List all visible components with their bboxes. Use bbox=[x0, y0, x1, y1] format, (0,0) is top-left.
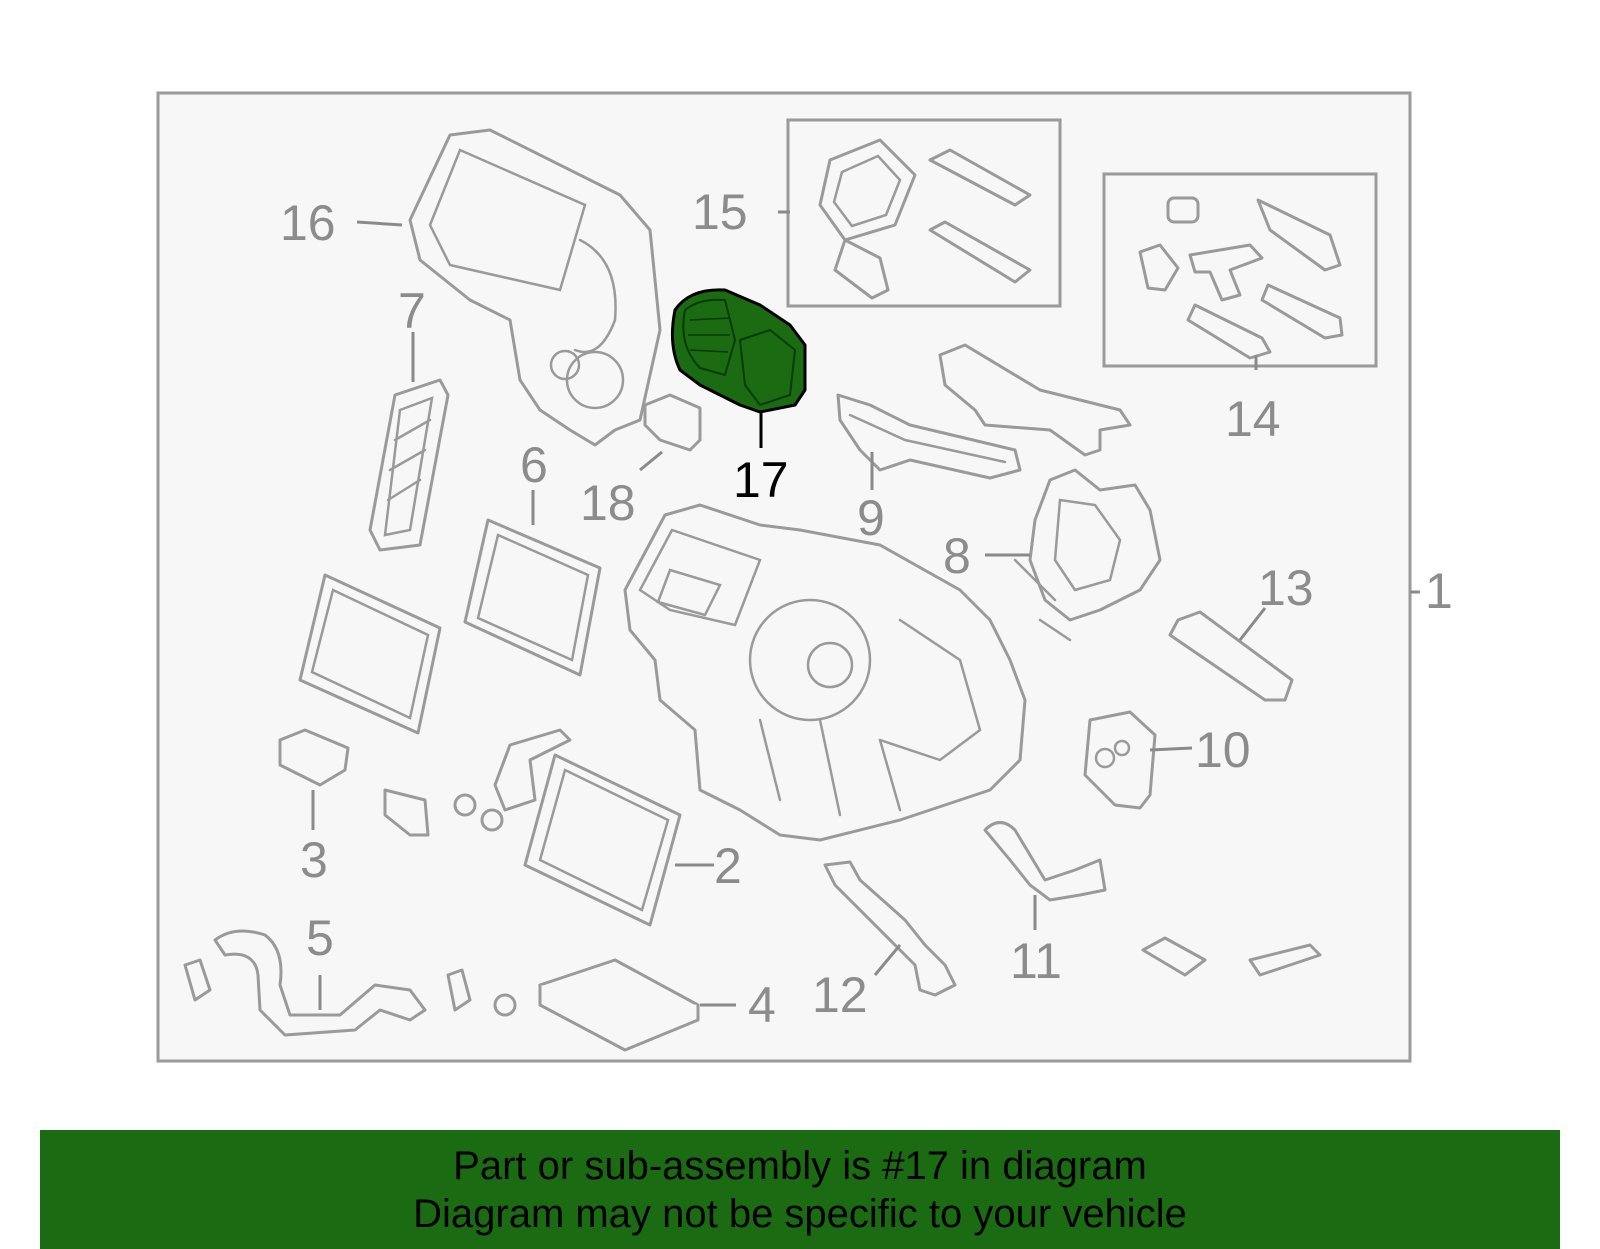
callout-16: 16 bbox=[280, 195, 336, 251]
cabin-filter-drawing bbox=[298, 573, 442, 735]
info-banner: Part or sub-assembly is #17 in diagram D… bbox=[40, 1130, 1560, 1249]
part-7-drawing bbox=[368, 378, 450, 552]
callout-2: 2 bbox=[714, 838, 742, 894]
callout-17: 17 bbox=[733, 452, 789, 508]
callout-10: 10 bbox=[1195, 722, 1251, 778]
part-3-drawing bbox=[278, 728, 504, 837]
bracket-drawings bbox=[1141, 936, 1322, 977]
part-4-drawing bbox=[538, 958, 700, 1052]
callout-3: 3 bbox=[300, 832, 328, 888]
part-18-drawing bbox=[643, 393, 702, 452]
part-13-drawing bbox=[1168, 610, 1294, 702]
part-5-drawing bbox=[183, 929, 517, 1037]
callout-9: 9 bbox=[857, 490, 885, 546]
upper-rail-drawing bbox=[938, 343, 1132, 457]
part-14-box bbox=[1102, 172, 1378, 368]
banner-line-part: Part or sub-assembly is #17 in diagram bbox=[453, 1144, 1147, 1188]
callout-labels: 1 2 3 4 5 6 7 8 9 10 11 12 13 14 15 16 1… bbox=[280, 184, 1453, 1033]
part-12-drawing bbox=[823, 860, 957, 997]
part-17-blower-motor bbox=[670, 288, 807, 414]
hvac-housing-drawing bbox=[623, 503, 1027, 842]
callout-13: 13 bbox=[1258, 560, 1314, 616]
callout-12: 12 bbox=[812, 967, 868, 1023]
part-14-drawing bbox=[1138, 196, 1344, 360]
part-8-drawing bbox=[1013, 468, 1162, 642]
callout-8: 8 bbox=[943, 528, 971, 584]
callout-4: 4 bbox=[748, 977, 776, 1033]
parts-diagram: 1 2 3 4 5 6 7 8 9 10 11 12 13 14 15 16 1… bbox=[156, 91, 1453, 1063]
callout-14: 14 bbox=[1225, 391, 1281, 447]
callout-15: 15 bbox=[692, 184, 748, 240]
part-9-drawing bbox=[836, 393, 1022, 480]
callout-7: 7 bbox=[398, 283, 426, 339]
callout-1: 1 bbox=[1425, 563, 1453, 619]
part-2-drawing bbox=[493, 728, 682, 927]
callout-11: 11 bbox=[1010, 933, 1062, 989]
part-11-drawing bbox=[983, 821, 1107, 902]
part-16-drawing bbox=[408, 128, 662, 447]
banner-line-disclaimer: Diagram may not be specific to your vehi… bbox=[413, 1192, 1187, 1236]
leader-lines bbox=[311, 210, 1420, 1010]
callout-5: 5 bbox=[306, 910, 334, 966]
part-15-drawing bbox=[818, 138, 1032, 300]
part-6-drawing bbox=[463, 518, 602, 677]
part-10-drawing bbox=[1083, 710, 1157, 810]
callout-6: 6 bbox=[520, 437, 548, 493]
callout-18: 18 bbox=[580, 475, 636, 531]
